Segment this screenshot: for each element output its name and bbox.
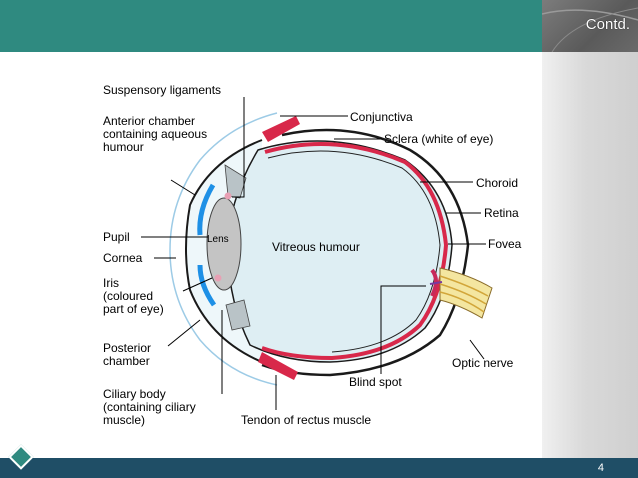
optic-nerve-fibers bbox=[439, 275, 489, 313]
label-vitreous-humour: Vitreous humour bbox=[272, 240, 360, 254]
optic-vessel bbox=[429, 281, 443, 285]
label-iris-1: Iris bbox=[103, 276, 119, 290]
label-retina: Retina bbox=[484, 206, 519, 220]
label-anterior-chamber-2: containing aqueous bbox=[103, 127, 207, 141]
label-ciliary-body-1: Ciliary body bbox=[103, 387, 166, 401]
label-optic-nerve: Optic nerve bbox=[452, 356, 514, 370]
decorative-curve bbox=[542, 7, 638, 52]
label-sclera: Sclera (white of eye) bbox=[384, 132, 493, 146]
slide-header bbox=[0, 0, 638, 52]
upper-tendon bbox=[262, 116, 300, 142]
label-conjunctiva: Conjunctiva bbox=[350, 110, 413, 124]
iris-lower bbox=[197, 264, 217, 307]
conjunctiva-line bbox=[169, 112, 278, 386]
right-side-panel bbox=[542, 52, 638, 458]
iris-upper bbox=[197, 183, 216, 236]
label-anterior-chamber-1: Anterior chamber bbox=[103, 114, 195, 128]
slide-footer: 4 bbox=[0, 458, 638, 478]
optic-disc bbox=[430, 268, 438, 297]
eye-diagram: Suspensory ligaments Anterior chamber co… bbox=[103, 83, 522, 427]
label-ciliary-body-2: (containing ciliary bbox=[103, 400, 196, 414]
continued-label: Contd. bbox=[585, 16, 630, 33]
label-fovea: Fovea bbox=[488, 237, 522, 251]
ciliary-body-upper bbox=[224, 164, 247, 199]
label-ciliary-body-3: muscle) bbox=[103, 413, 145, 427]
choroid-line bbox=[267, 150, 441, 353]
label-tendon: Tendon of rectus muscle bbox=[241, 413, 371, 427]
leader-lines bbox=[141, 97, 486, 410]
label-cornea: Cornea bbox=[103, 251, 143, 265]
label-iris-2: (coloured bbox=[103, 289, 153, 303]
label-posterior-chamber-1: Posterior bbox=[103, 341, 151, 355]
lens-attach-lower bbox=[214, 274, 222, 282]
lower-tendon bbox=[258, 352, 298, 380]
label-pupil: Pupil bbox=[103, 230, 130, 244]
label-iris-3: part of eye) bbox=[103, 302, 164, 316]
label-anterior-chamber-3: humour bbox=[103, 140, 144, 154]
label-suspensory-ligaments: Suspensory ligaments bbox=[103, 83, 221, 97]
label-blind-spot: Blind spot bbox=[349, 375, 402, 389]
header-corner-panel: Contd. bbox=[542, 0, 638, 52]
label-posterior-chamber-2: chamber bbox=[103, 354, 150, 368]
label-choroid: Choroid bbox=[476, 176, 518, 190]
page-number: 4 bbox=[597, 462, 604, 474]
ciliary-body-lower bbox=[225, 299, 251, 331]
label-lens: Lens bbox=[207, 234, 229, 245]
lens-attach-upper bbox=[224, 192, 232, 200]
lens-shape bbox=[206, 197, 242, 291]
